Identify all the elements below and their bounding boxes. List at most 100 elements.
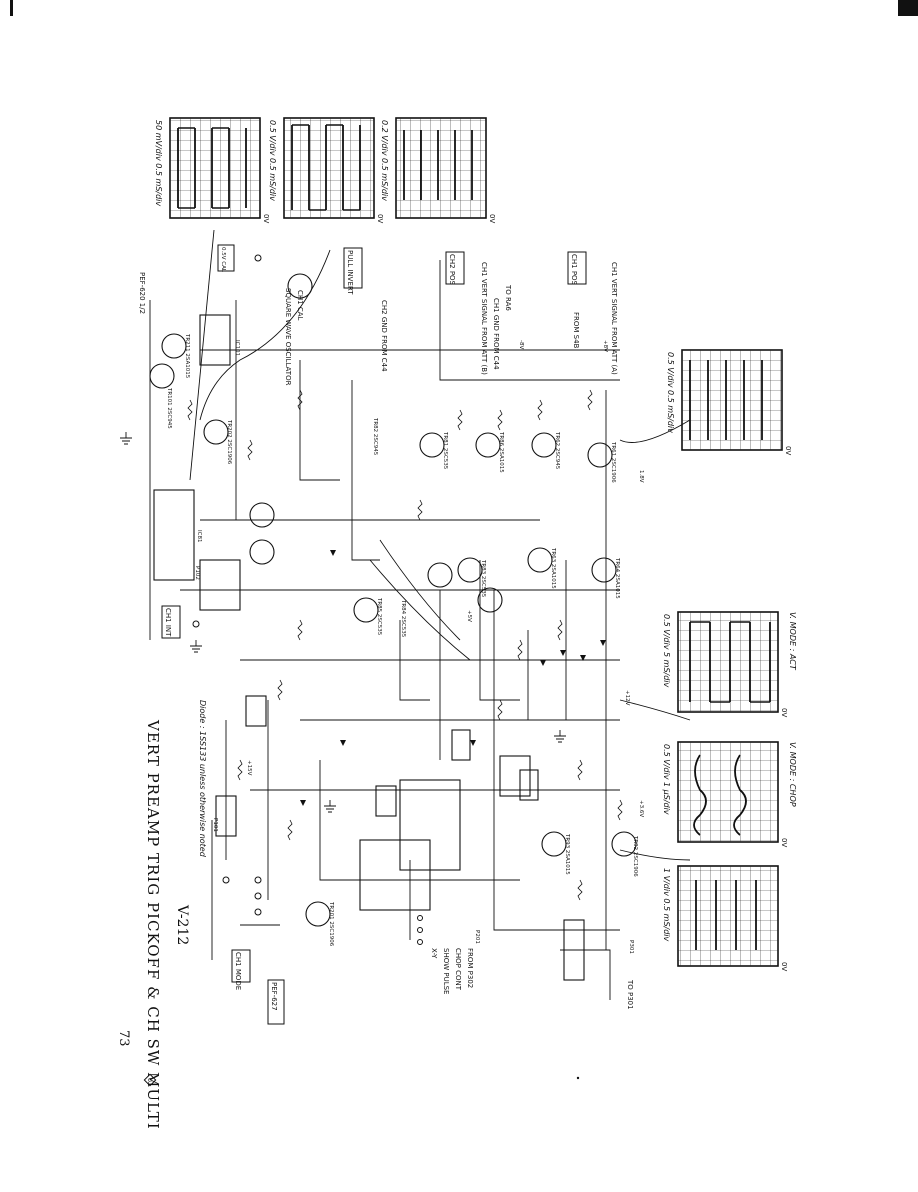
svg-text:TO P301: TO P301 [626,979,634,1010]
waveform-left-1-caption: 50 mV/div 0.5 mS/div [154,120,163,206]
box-ch2-pos: CH2 POS [445,251,465,286]
waveform-top-mid: 0.5 V/div 0.5 mS/div 0V [666,349,792,455]
waveform-act: V. MODE : ACT 0.5 V/div 5 mS/div 0V [662,611,797,717]
page-title: VERT PREAMP TRIG PICKOFF & CH SW MULTI [144,719,162,1130]
svg-text:CHOP CONT: CHOP CONT [454,948,462,991]
svg-text:CH2 POS: CH2 POS [448,254,456,286]
svg-text:TR211 2SA1015: TR211 2SA1015 [184,333,190,379]
diode-note: Diode : 1SS133 unless otherwise noted [198,700,207,858]
svg-text:X-Y: X-Y [430,948,438,959]
svg-text:TR64 2SA1015: TR64 2SA1015 [614,557,620,599]
svg-text:TO RA6: TO RA6 [504,284,512,311]
box-pef-627: PEF-627 [267,979,285,1025]
svg-text:-8V: -8V [518,340,524,349]
svg-text:SQUARE WAVE OSCILLATOR: SQUARE WAVE OSCILLATOR [284,288,292,386]
waveform-right-caption: 1 V/div 0.5 mS/div [662,868,671,942]
component-labels: TR61 2SC1906 TR62 2SC945 TR86 2SA1015 TR… [166,333,644,947]
svg-text:P101: P101 [212,818,218,832]
svg-text:P201: P201 [474,930,480,944]
svg-text:CH1 GND FROM C44: CH1 GND FROM C44 [492,298,500,370]
svg-text:TR86 2SA1015: TR86 2SA1015 [498,431,504,473]
svg-text:CH2 GND FROM C44: CH2 GND FROM C44 [380,300,388,372]
svg-text:TR85 2SC535: TR85 2SC535 [376,597,382,636]
waveform-chop-caption: 0.5 V/div 1 µS/div [662,744,671,815]
waveform-right: 1 V/div 0.5 mS/div 0V [662,865,788,971]
waveform-left-1: 50 mV/div 0.5 mS/div 0V [154,117,270,223]
waveform-act-heading: V. MODE : ACT [788,612,797,671]
svg-text:0V: 0V [488,214,496,223]
box-ch1-int: CH1 INT [161,605,181,639]
svg-text:PULL INVERT: PULL INVERT [346,250,354,295]
resistor-symbols [187,389,623,901]
waveform-left-2-caption: 0.5 V/div 0.5 mS/div [268,120,277,201]
svg-text:TR101 2SC945: TR101 2SC945 [166,387,172,429]
diode-symbols [300,550,606,806]
title-block: VERT PREAMP TRIG PICKOFF & CH SW MULTI V… [116,700,207,1130]
waveform-left-3: 0.2 V/div 0.5 mS/div 0V [380,117,496,223]
svg-text:TR81 2SC535: TR81 2SC535 [442,431,448,470]
svg-text:CH1 CAL: CH1 CAL [296,290,304,321]
model-number: V-212 [174,904,190,945]
svg-text:0V: 0V [780,962,788,971]
scan-corner-mark [898,0,918,16]
svg-text:CH1 POS: CH1 POS [570,254,578,286]
svg-text:FROM S4B: FROM S4B [572,312,580,349]
svg-text:TR61 2SC1906: TR61 2SC1906 [610,441,616,483]
waveform-chop-heading: V. MODE : CHOP [788,742,797,807]
svg-text:TR92 2SC1906: TR92 2SC1906 [632,835,638,877]
box-ch1-mode: CH1 MODE [231,949,251,990]
svg-text:0V: 0V [780,838,788,847]
svg-text:FROM P302: FROM P302 [466,948,474,988]
signal-labels: CH1 VERT SIGNAL FROM ATT (A) FROM S4B TO… [194,262,634,1010]
waveform-chop: V. MODE : CHOP 0.5 V/div 1 µS/div 0V [662,741,797,847]
svg-text:0V: 0V [262,214,270,223]
svg-text:CH1 MODE: CH1 MODE [234,952,242,990]
svg-text:0.5V CAL: 0.5V CAL [220,247,226,273]
svg-text:TR63 2SA1015: TR63 2SA1015 [550,547,556,589]
svg-text:TR84 2SC535: TR84 2SC535 [400,599,406,638]
svg-text:0V: 0V [780,708,788,717]
svg-text:+12V: +12V [624,690,630,706]
svg-text:TR201 2SC1906: TR201 2SC1906 [328,901,334,947]
svg-text:C: C [148,1078,152,1084]
svg-text:TR62 2SC945: TR62 2SC945 [554,431,560,470]
ic-blocks [153,314,585,981]
svg-text:IC81: IC81 [196,530,202,542]
ground-symbols [120,432,566,813]
svg-text:TR82 2SC945: TR82 2SC945 [372,417,378,456]
svg-text:TR202 2SC1906: TR202 2SC1906 [226,419,232,465]
box-dc-cal: 0.5V CAL [217,244,235,273]
svg-text:P301: P301 [628,940,634,954]
box-pull-invert: PULL INVERT [343,247,363,295]
waveform-act-caption: 0.5 V/div 5 mS/div [662,614,671,688]
terminal-markers [192,254,423,945]
svg-text:0V: 0V [376,214,384,223]
page-number: 73 [116,1030,131,1047]
wiring [149,229,691,1000]
svg-text:TR83 2SC535: TR83 2SC535 [480,559,486,598]
svg-text:+8V: +8V [602,340,608,352]
svg-text:CH1 INT: CH1 INT [164,608,172,637]
title-marker-icon: C [143,1073,157,1087]
svg-text:1.8V: 1.8V [638,470,644,483]
svg-text:TR93 2SA1015: TR93 2SA1015 [564,833,570,875]
svg-text:+3.6V: +3.6V [638,800,644,817]
svg-text:CH1 VERT SIGNAL FROM ATT (B): CH1 VERT SIGNAL FROM ATT (B) [480,262,488,375]
box-ch1-pos: CH1 POS [567,251,587,286]
label-pef-620: PEF-620 1/2 [138,272,146,314]
waveform-left-3-caption: 0.2 V/div 0.5 mS/div [380,120,389,201]
svg-text:+15V: +15V [246,760,252,776]
svg-text:CH1 VERT SIGNAL FROM ATT (A): CH1 VERT SIGNAL FROM ATT (A) [610,262,618,375]
scan-edge-mark [10,0,13,16]
svg-text:IC101: IC101 [234,340,240,356]
waveform-left-2: 0.5 V/div 0.5 mS/div 0V [268,117,384,223]
svg-text:P102: P102 [194,566,200,580]
scan-dot [576,1076,580,1080]
transistor-symbols [149,273,637,927]
svg-text:PEF-627: PEF-627 [270,982,278,1011]
svg-text:SHOW PULSE: SHOW PULSE [442,948,450,994]
svg-text:+5V: +5V [466,610,472,622]
waveform-top-mid-caption: 0.5 V/div 0.5 mS/div [666,352,675,433]
